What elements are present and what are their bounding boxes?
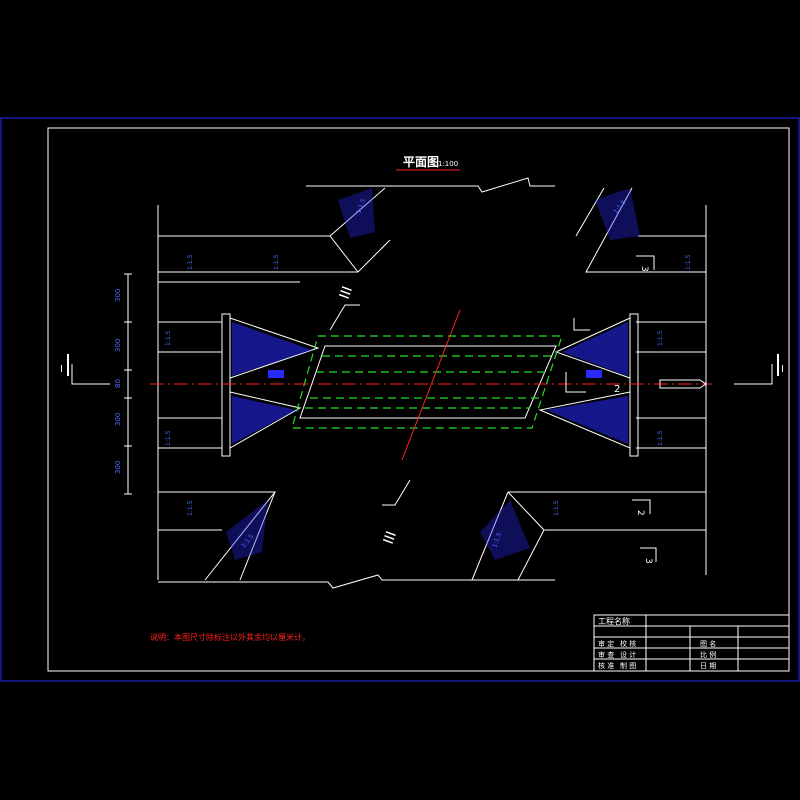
svg-text:图 名: 图 名 [700, 639, 716, 648]
right-headwall [629, 313, 639, 457]
svg-text:1:1.5: 1:1.5 [553, 500, 560, 516]
drawing-title: 平面图 [403, 155, 439, 169]
bl-road-3 [239, 491, 276, 581]
svg-text:I: I [60, 364, 63, 375]
flow-tag-right [586, 370, 602, 378]
road-top-edge [306, 177, 555, 193]
svg-text:审 查: 审 查 [598, 650, 614, 659]
inner-frame [47, 127, 790, 672]
svg-text:1:1.5: 1:1.5 [165, 430, 172, 446]
left-wing-top [229, 317, 320, 379]
outer-frame [0, 117, 800, 682]
road-axis [401, 309, 461, 461]
svg-text:1:1.5: 1:1.5 [187, 254, 194, 270]
section-mark-I-left: I [60, 354, 110, 385]
br-road-2 [471, 491, 509, 581]
drawing-scale: 1:100 [438, 160, 458, 168]
right-wing-bottom [538, 391, 631, 449]
svg-text:I: I [781, 364, 784, 375]
svg-text:1:1.5: 1:1.5 [491, 532, 503, 549]
tl-road-3 [329, 187, 386, 237]
section-mark-small-2-bottom: 2 [632, 499, 651, 516]
svg-text:1:1.5: 1:1.5 [657, 430, 664, 446]
svg-text:300: 300 [114, 413, 122, 426]
left-headwall [221, 313, 231, 457]
section-mark-small-3-top: 3 [636, 255, 655, 272]
svg-text:1:1.5: 1:1.5 [273, 254, 280, 270]
svg-text:III: III [381, 529, 400, 546]
section-mark-2: 2 [565, 318, 620, 395]
svg-text:1:1.5: 1:1.5 [685, 254, 692, 270]
svg-text:300: 300 [114, 461, 122, 474]
svg-text:2: 2 [614, 384, 620, 395]
culvert-outline-dashed [291, 335, 563, 429]
road-bottom-edge [158, 574, 555, 589]
svg-text:III: III [337, 284, 356, 301]
section-mark-III-bottom: III [381, 479, 411, 546]
svg-text:1:1.5: 1:1.5 [187, 500, 194, 516]
svg-text:3: 3 [639, 266, 649, 272]
svg-text:审 定: 审 定 [598, 639, 614, 648]
svg-text:核 准: 核 准 [598, 661, 614, 670]
tr-road-2 [575, 187, 605, 237]
svg-text:300: 300 [114, 339, 122, 352]
title-block: 工程名称 审 定 校 核 图 名 审 查 设 计 比 例 核 准 制 图 日 期 [593, 614, 790, 672]
svg-text:校 核: 校 核 [620, 639, 636, 648]
culvert-body [299, 345, 557, 419]
section-mark-I-right: I [734, 354, 784, 385]
svg-text:300: 300 [114, 289, 122, 302]
flow-arrow [659, 379, 707, 389]
project-name-label: 工程名称 [598, 616, 630, 626]
svg-text:1:1.5: 1:1.5 [165, 330, 172, 346]
corner-hatching [226, 188, 640, 560]
svg-text:比 例: 比 例 [700, 650, 716, 659]
left-wing-hatch [232, 322, 312, 444]
svg-text:3: 3 [643, 558, 653, 564]
section-mark-small-3-bottom: 3 [640, 547, 657, 564]
svg-text:1:1.5: 1:1.5 [355, 198, 367, 215]
flow-tag-left [268, 370, 284, 378]
drawing-note: 说明：本图尺寸除标注以外其余均以厘米计。 [150, 632, 310, 642]
tr-road-1 [585, 187, 706, 273]
right-wing-top [554, 317, 631, 379]
svg-text:设 计: 设 计 [620, 650, 636, 659]
svg-text:2: 2 [635, 510, 645, 516]
left-dimension-chain: 300 300 80 300 300 [114, 273, 132, 495]
svg-text:日 期: 日 期 [700, 662, 716, 670]
svg-text:80: 80 [114, 379, 122, 388]
section-mark-III-top: III [329, 284, 360, 331]
svg-text:1:1.5: 1:1.5 [657, 330, 664, 346]
tl-road-4 [357, 239, 391, 273]
right-wing-hatch [546, 322, 628, 444]
left-wing-bottom [229, 391, 302, 449]
svg-text:制 图: 制 图 [620, 661, 636, 670]
